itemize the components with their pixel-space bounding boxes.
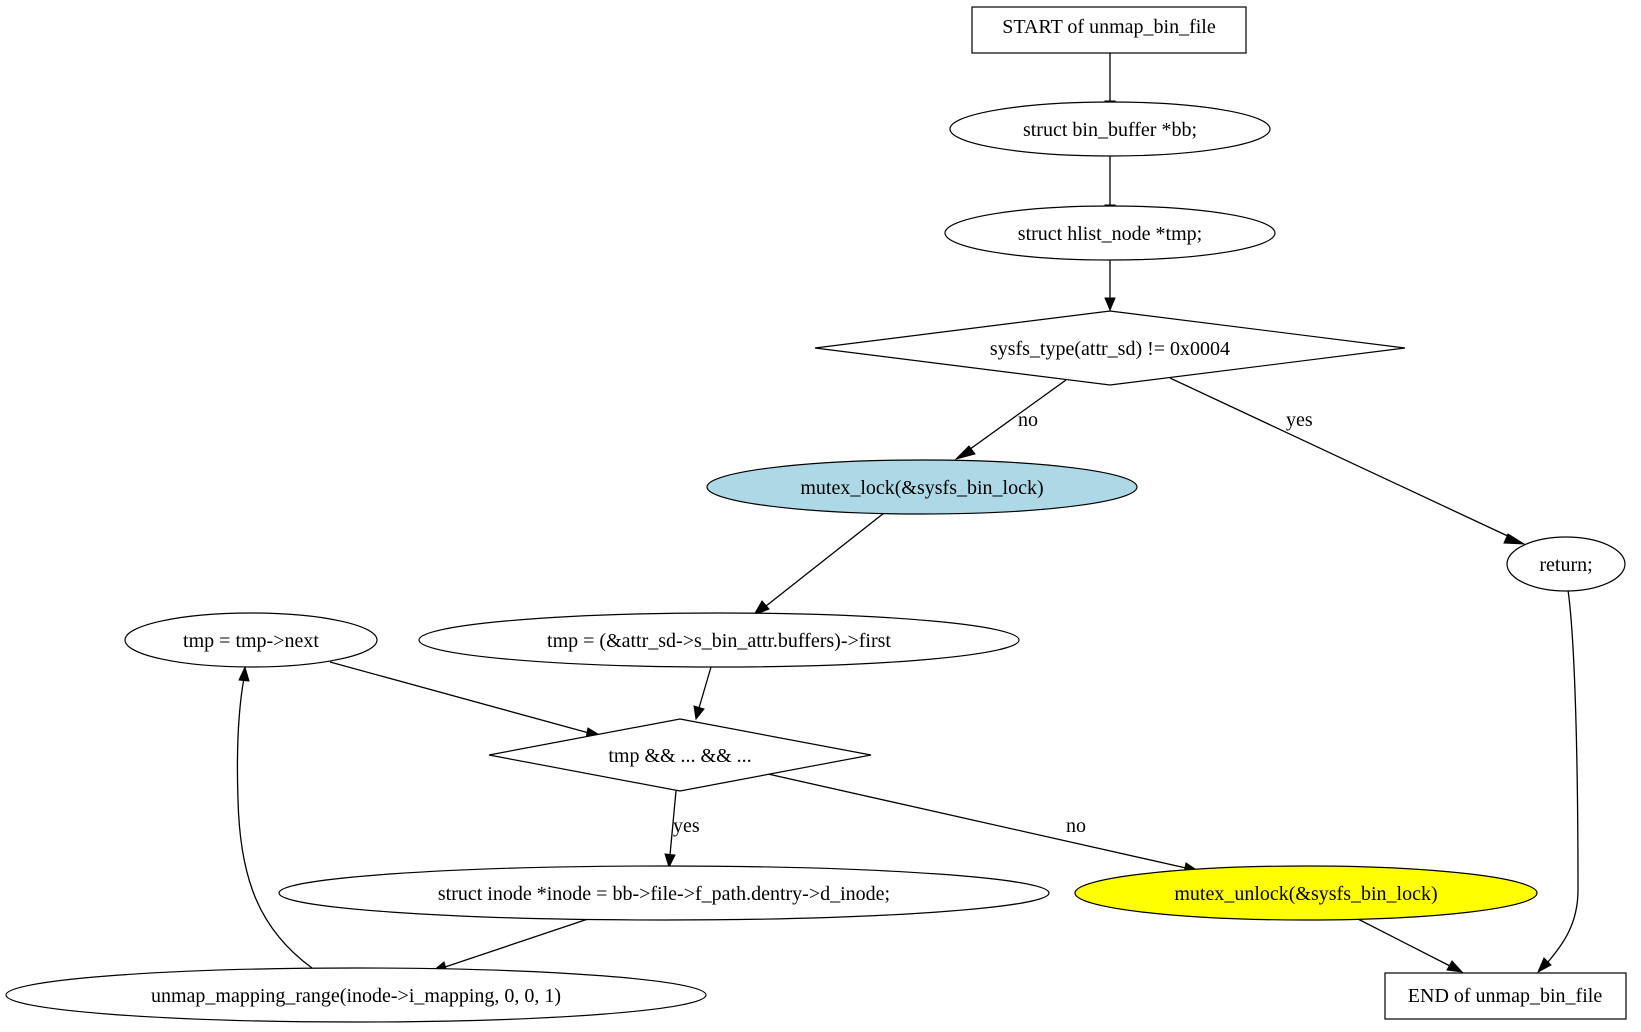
tmp-first-label: tmp = (&attr_sd->s_bin_attr.buffers)->fi… xyxy=(547,630,891,652)
mutex-lock-ellipse xyxy=(706,459,1138,515)
decl-tmp-node[interactable]: struct hlist_node *tmp; xyxy=(944,205,1276,261)
unmap-ellipse xyxy=(5,967,707,1023)
decl-tmp-label: struct hlist_node *tmp; xyxy=(1018,223,1202,245)
mutex-lock-node[interactable]: mutex_lock(&sysfs_bin_lock) xyxy=(706,459,1138,515)
edge-label-no-2: no xyxy=(1066,815,1086,837)
return-ellipse xyxy=(1506,536,1626,592)
mutex-unlock-label: mutex_unlock(&sysfs_bin_lock) xyxy=(1174,883,1437,905)
return-label: return; xyxy=(1539,554,1592,576)
edge-cond-loop-to-inode-decl xyxy=(664,790,677,869)
end-box xyxy=(1384,972,1627,1020)
mutex-unlock-node[interactable]: mutex_unlock(&sysfs_bin_lock) xyxy=(1074,865,1538,921)
unmap-label: unmap_mapping_range(inode->i_mapping, 0,… xyxy=(151,985,561,1007)
tmp-first-node[interactable]: tmp = (&attr_sd->s_bin_attr.buffers)->fi… xyxy=(418,612,1020,668)
nodes: START of unmap_bin_file struct bin_buffe… xyxy=(5,6,1627,1023)
start-node[interactable]: START of unmap_bin_file xyxy=(971,6,1247,54)
end-label: END of unmap_bin_file xyxy=(1408,985,1603,1007)
mutex-lock-label: mutex_lock(&sysfs_bin_lock) xyxy=(800,477,1043,499)
edge-label-yes-2: yes xyxy=(673,815,700,837)
edge-return-to-end xyxy=(1536,589,1579,974)
edge-cond-type-to-mutex-lock xyxy=(954,379,1067,460)
inode-decl-ellipse xyxy=(278,865,1050,921)
edge-cond-type-to-return xyxy=(1169,377,1526,545)
edge-tmp-first-to-cond-loop xyxy=(693,666,712,721)
decl-bb-label: struct bin_buffer *bb; xyxy=(1023,119,1197,141)
tmp-next-node[interactable]: tmp = tmp->next xyxy=(124,612,378,668)
tmp-next-ellipse xyxy=(124,612,378,668)
cond-type-label: sysfs_type(attr_sd) != 0x0004 xyxy=(990,338,1230,360)
cond-loop-node[interactable]: tmp && ... && ... xyxy=(488,718,872,792)
cond-type-node[interactable]: sysfs_type(attr_sd) != 0x0004 xyxy=(814,310,1406,386)
inode-decl-label: struct inode *inode = bb->file->f_path.d… xyxy=(438,883,890,905)
tmp-next-label: tmp = tmp->next xyxy=(183,630,319,652)
start-box xyxy=(971,6,1247,54)
inode-decl-node[interactable]: struct inode *inode = bb->file->f_path.d… xyxy=(278,865,1050,921)
decl-bb-ellipse xyxy=(949,101,1271,157)
cond-type-diamond xyxy=(814,310,1406,386)
tmp-first-ellipse xyxy=(418,612,1020,668)
edge-label-yes-1: yes xyxy=(1286,409,1313,431)
edge-label-no-1: no xyxy=(1018,409,1038,431)
edge-unmap-to-tmp-next xyxy=(236,665,313,969)
return-node[interactable]: return; xyxy=(1506,536,1626,592)
start-label: START of unmap_bin_file xyxy=(1002,16,1216,38)
unmap-node[interactable]: unmap_mapping_range(inode->i_mapping, 0,… xyxy=(5,967,707,1023)
end-node[interactable]: END of unmap_bin_file xyxy=(1384,972,1627,1020)
cond-loop-label: tmp && ... && ... xyxy=(608,745,751,767)
decl-bb-node[interactable]: struct bin_buffer *bb; xyxy=(949,101,1271,157)
edge-decl-tmp-to-cond-type xyxy=(1104,259,1116,312)
decl-tmp-ellipse xyxy=(944,205,1276,261)
mutex-unlock-ellipse xyxy=(1074,865,1538,921)
cond-loop-diamond xyxy=(488,718,872,792)
edge-mutex-lock-to-tmp-first xyxy=(752,512,885,616)
edge-mutex-unlock-to-end xyxy=(1355,917,1464,973)
